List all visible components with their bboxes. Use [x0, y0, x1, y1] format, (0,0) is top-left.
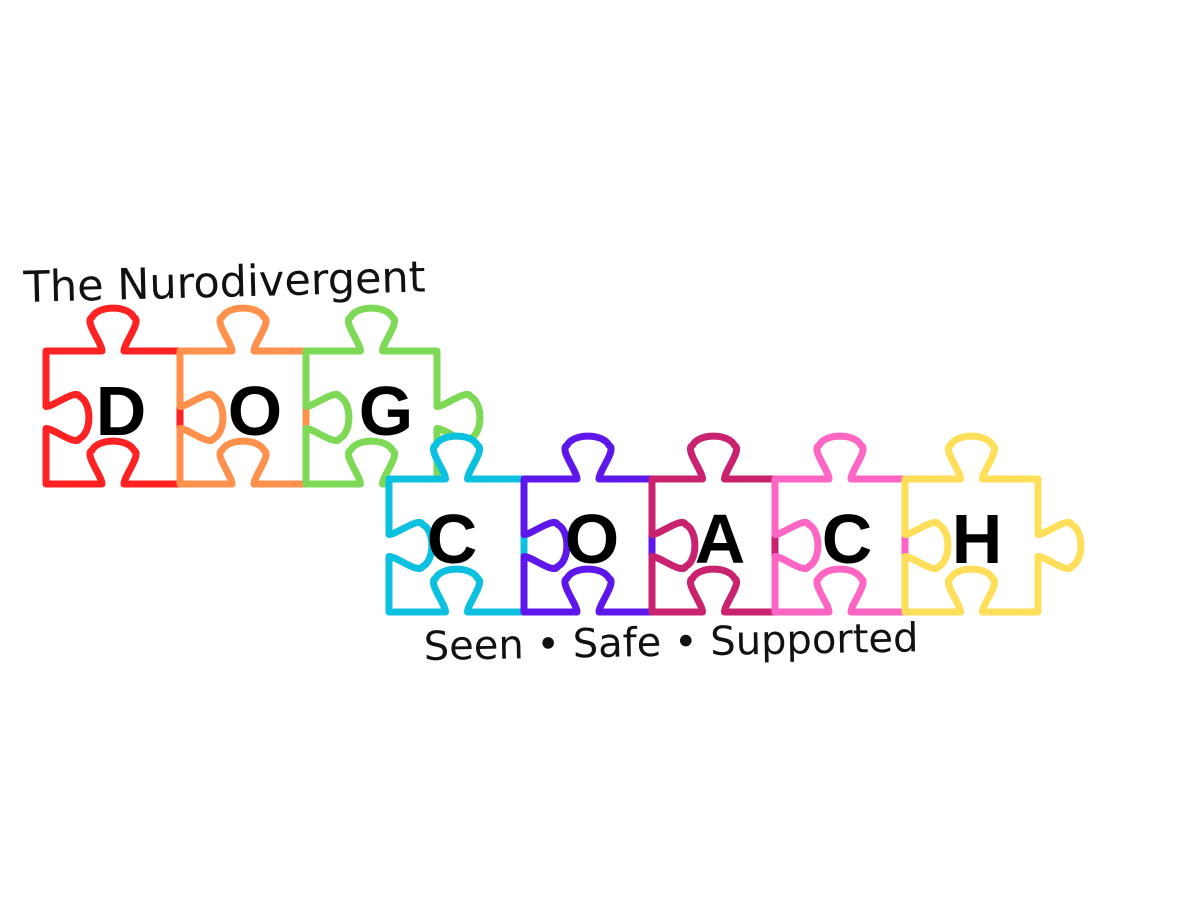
puzzle-piece-o-2-outline: [520, 432, 656, 616]
puzzle-piece-o-1-outline: [176, 304, 310, 488]
puzzle-piece-d-outline: [42, 304, 184, 488]
puzzle-letter-a: A: [695, 500, 746, 578]
puzzle-letter-c-1: C: [427, 500, 478, 578]
puzzle-letter-o-1: O: [228, 372, 282, 450]
puzzle-piece-h: H: [901, 432, 1085, 616]
puzzle-piece-c-1: C: [385, 432, 528, 616]
tagline-bottom: Seen • Safe • Supported: [423, 615, 918, 670]
puzzle-piece-a: A: [648, 432, 779, 616]
puzzle-piece-d: D: [42, 304, 184, 488]
puzzle-letter-o-2: O: [565, 500, 619, 578]
puzzle-piece-a-outline: [648, 432, 779, 616]
puzzle-letter-g: G: [359, 372, 413, 450]
tagline-top: The Nurodivergent: [22, 252, 426, 313]
puzzle-letter-c-2: C: [822, 500, 873, 578]
puzzle-piece-o-1: O: [176, 304, 310, 488]
puzzle-letter-d: D: [96, 372, 147, 450]
puzzle-letter-h: H: [952, 500, 1003, 578]
puzzle-piece-o-2: O: [520, 432, 656, 616]
puzzle-piece-h-outline: [901, 432, 1085, 616]
puzzle-piece-c-2-outline: [771, 432, 909, 616]
puzzle-piece-c-2: C: [771, 432, 909, 616]
puzzle-piece-c-1-outline: [385, 432, 528, 616]
